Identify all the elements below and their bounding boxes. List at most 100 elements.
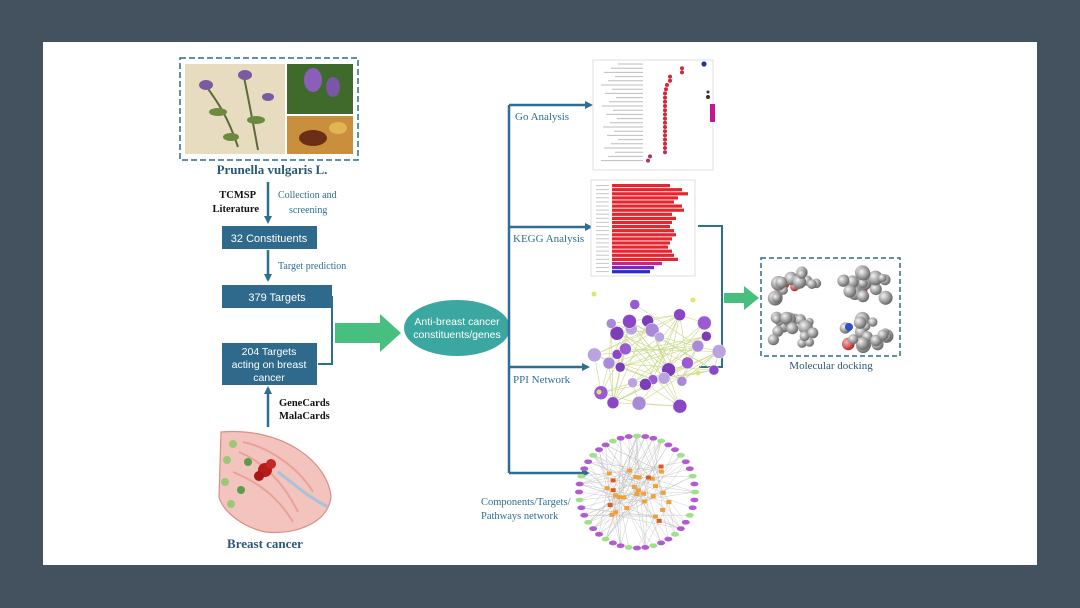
ppi-edge [608,335,707,364]
ctp-edge [605,470,630,540]
green-arrow-left [335,314,401,352]
ctp-edge [643,491,696,494]
ctp-outer-node [624,545,633,550]
ctp-edge [612,436,646,481]
ctp-inner-node [636,475,642,480]
ppi-node [681,356,694,370]
ctp-inner-node [621,495,627,500]
herb-title: Prunella vulgaris L. [217,162,328,177]
ctp-edge [615,461,686,513]
go-dot [663,129,667,134]
ctp-edge [653,438,663,510]
go-dot-plot [592,59,715,171]
ctp-outer-node [580,512,589,518]
kegg-bar [612,188,682,192]
docking-atom [857,290,870,303]
ppi-edge [629,321,681,407]
ctp-edge [609,440,662,506]
ellipse-line-1: Anti-breast cancer [414,316,500,328]
ppi-edge [634,304,698,347]
docking-atom [868,270,883,286]
ppi-edge [608,363,614,403]
go-dot [701,61,707,67]
ppi-edge [594,329,653,356]
ctp-edge [588,507,627,523]
ctp-edge [598,514,613,535]
docking-atom [878,290,893,305]
kegg-bar [612,249,672,253]
ctp-edge [652,449,676,497]
breast-cancer-title: Breast cancer [227,536,303,551]
ctp-edge [628,436,630,471]
ppi-edge [608,362,714,371]
kegg-bar [612,220,672,225]
go-dot [680,66,684,71]
ctp-inner-node [624,505,630,510]
docking-atom [877,329,889,341]
ctp-outer-node [575,489,583,495]
ppi-edge [620,336,660,368]
ctp-edge [626,440,662,509]
literature-label: Literature [213,204,260,215]
ctp-edge [611,514,621,546]
targets-label: 379 Targets [248,292,306,304]
genecards-label: GeneCards [279,398,330,409]
ctp-inner-node [610,478,616,483]
docking-atom [771,292,782,303]
ctp-edge [636,435,664,493]
ctp-edge [655,455,681,487]
ctp-outer-node [670,447,679,453]
docking-atom [771,314,782,324]
kegg-bar [612,245,668,249]
ctp-edge [655,516,681,529]
ctp-edge [588,495,616,523]
ctp-inner-node [658,464,664,469]
ppi-node [711,344,727,359]
ctp-network-graph [575,433,699,551]
ctp-outer-node [676,526,685,532]
go-dot [663,137,667,142]
docking-atom [807,279,817,289]
ctp-edge [628,436,656,517]
ctp-edge [579,466,662,501]
kegg-bar [612,270,650,274]
ctp-outer-node [633,545,641,551]
ctp-edge [581,507,616,513]
kegg-bar [612,225,670,229]
ctp-outer-node [649,543,658,549]
ctp-outer-node [575,497,584,503]
ctp-label-2: Pathways network [481,511,559,522]
kegg-bar [612,261,662,266]
ctp-edge [588,461,662,472]
ppi-node [639,378,652,391]
ctp-outer-node [616,435,625,441]
ctp-outer-node [664,442,673,448]
ctp-outer-node [608,438,617,444]
ctp-inner-node [658,469,664,474]
ctp-edge [579,483,669,503]
ppi-node [691,339,705,353]
kegg-bar [612,257,678,261]
kegg-bar [612,212,672,216]
ppi-node [622,314,637,329]
ctp-inner-node [607,503,613,508]
kegg-bar [612,229,674,233]
ctp-edge [638,440,662,478]
ctp-edge [623,455,681,498]
kegg-analysis-label: KEGG Analysis [513,233,584,245]
ctp-edge [579,466,662,485]
ctp-outer-node [601,536,610,542]
ctp-outer-node [690,481,699,487]
ctp-outer-node [681,459,690,465]
constituents-box [222,226,317,249]
kegg-bar [612,233,676,237]
docking-panels [767,265,894,354]
docking-atom [868,317,878,327]
docking-atom [848,334,859,345]
ctp-inner-node [633,475,639,480]
herb-photo-frame [179,57,359,161]
docking-atom [845,323,853,331]
ctp-edge [636,516,656,549]
kegg-bar [612,216,676,220]
docking-frame [760,257,901,357]
